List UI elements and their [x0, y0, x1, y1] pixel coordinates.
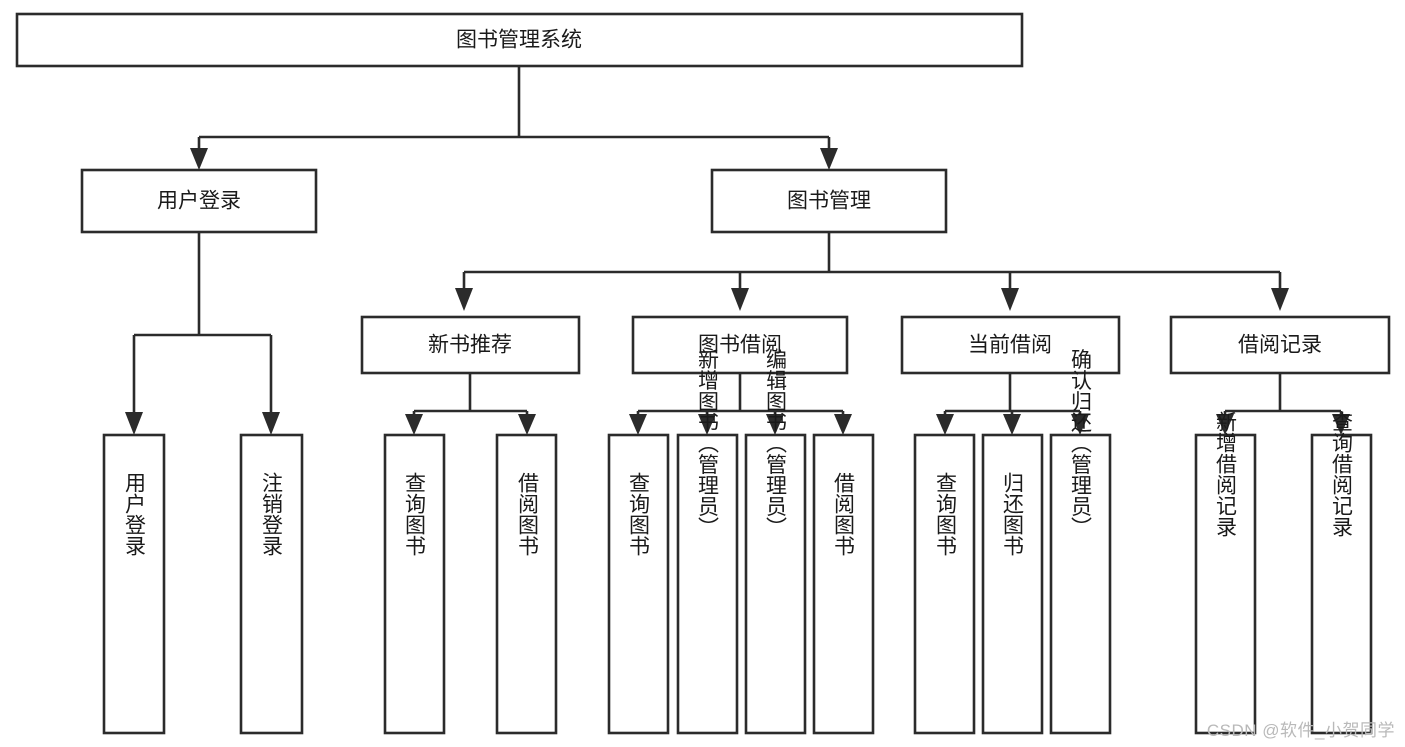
- node-current-borrow-label: 当前借阅: [968, 334, 1052, 357]
- arrow-head-leaf-user-login-0: [125, 412, 143, 435]
- leaf-book-borrow-2-box[interactable]: [744, 433, 807, 735]
- leaf-new-book-recommend-1-label: 借阅图书: [516, 472, 540, 556]
- leaf-book-borrow-1-label: 新增图书（管理员）: [696, 349, 720, 538]
- node-borrow-record[interactable]: 借阅记录: [1169, 315, 1391, 375]
- arrow-head-book-manage: [820, 148, 838, 170]
- leaf-current-borrow-2-box[interactable]: [1049, 433, 1112, 735]
- arrow-head-leaf-user-login-1: [262, 412, 280, 435]
- connector-group-borrow-record: [1216, 373, 1350, 435]
- arrow-head-level3-3: [1271, 288, 1289, 311]
- leaf-user-login-1[interactable]: 注销登录: [239, 433, 304, 735]
- leaf-book-borrow-2[interactable]: 编辑图书（管理员）: [744, 349, 807, 735]
- connector-group-root: [190, 66, 838, 170]
- leaf-current-borrow-1[interactable]: 归还图书: [981, 433, 1044, 735]
- leaf-user-login-0-box[interactable]: [102, 433, 166, 735]
- connector-group-user-login: [125, 232, 280, 435]
- node-user-login-box[interactable]: [80, 168, 318, 234]
- leaf-book-borrow-3-box[interactable]: [812, 433, 875, 735]
- leaf-borrow-record-0-box[interactable]: [1194, 433, 1257, 735]
- leaf-user-login-0-label: 用户登录: [123, 472, 147, 556]
- node-root-box[interactable]: [15, 12, 1024, 68]
- leaf-new-book-recommend-0[interactable]: 查询图书: [383, 433, 446, 735]
- leaf-book-borrow-3[interactable]: 借阅图书: [812, 433, 875, 735]
- node-book-borrow[interactable]: 图书借阅: [631, 315, 849, 375]
- leaf-current-borrow-1-label: 归还图书: [1001, 472, 1025, 556]
- leaf-current-borrow-1-box[interactable]: [981, 433, 1044, 735]
- leaf-user-login-1-label: 注销登录: [260, 472, 284, 556]
- node-book-manage-label: 图书管理: [787, 190, 871, 213]
- arrow-head-leaf-book-borrow-3: [834, 414, 852, 435]
- leaf-current-borrow-0-label: 查询图书: [934, 472, 958, 556]
- connector-group-book-manage: [455, 232, 1289, 311]
- arrow-head-leaf-book-borrow-0: [629, 414, 647, 435]
- leaf-book-borrow-0-box[interactable]: [607, 433, 670, 735]
- leaf-new-book-recommend-1[interactable]: 借阅图书: [495, 433, 558, 735]
- node-new-book-recommend-box[interactable]: [360, 315, 581, 375]
- arrow-head-leaf-current-borrow-0: [936, 414, 954, 435]
- node-user-login[interactable]: 用户登录: [80, 168, 318, 234]
- leaf-borrow-record-1[interactable]: 查询借阅记录: [1310, 411, 1373, 735]
- node-new-book-recommend[interactable]: 新书推荐: [360, 315, 581, 375]
- leaf-borrow-record-0-label: 新增借阅记录: [1214, 411, 1238, 537]
- leaf-current-borrow-0-box[interactable]: [913, 433, 976, 735]
- arrow-head-leaf-current-borrow-2: [1071, 414, 1089, 435]
- leaf-new-book-recommend-1-box[interactable]: [495, 433, 558, 735]
- arrow-head-user-login: [190, 148, 208, 170]
- arrow-head-leaf-borrow-record-1: [1332, 414, 1350, 435]
- leaf-borrow-record-0[interactable]: 新增借阅记录: [1194, 411, 1257, 735]
- arrow-head-leaf-new-book-0: [405, 414, 423, 435]
- node-borrow-record-box[interactable]: [1169, 315, 1391, 375]
- arrow-head-leaf-book-borrow-1: [698, 414, 716, 435]
- node-user-login-label: 用户登录: [157, 190, 241, 213]
- leaf-book-borrow-1-box[interactable]: [676, 433, 739, 735]
- arrow-head-leaf-current-borrow-1: [1003, 414, 1021, 435]
- leaf-borrow-record-1-box[interactable]: [1310, 433, 1373, 735]
- node-book-borrow-box[interactable]: [631, 315, 849, 375]
- leaf-borrow-record-1-label: 查询借阅记录: [1330, 411, 1354, 537]
- arrow-head-level3-0: [455, 288, 473, 311]
- node-current-borrow[interactable]: 当前借阅: [900, 315, 1121, 375]
- leaf-book-borrow-1[interactable]: 新增图书（管理员）: [676, 349, 739, 735]
- leaf-new-book-recommend-0-box[interactable]: [383, 433, 446, 735]
- leaf-current-borrow-0[interactable]: 查询图书: [913, 433, 976, 735]
- connector-group-current-borrow: [936, 373, 1089, 435]
- arrow-head-level3-2: [1001, 288, 1019, 311]
- node-borrow-record-label: 借阅记录: [1238, 334, 1322, 357]
- node-root-label: 图书管理系统: [456, 29, 582, 52]
- leaf-book-borrow-3-label: 借阅图书: [832, 472, 856, 556]
- leaf-current-borrow-2-label: 确认归还（管理员）: [1069, 349, 1093, 538]
- connector-group-book-borrow: [629, 373, 852, 435]
- node-book-borrow-label: 图书借阅: [698, 334, 782, 357]
- arrow-head-leaf-borrow-record-0: [1216, 414, 1234, 435]
- node-new-book-recommend-label: 新书推荐: [428, 334, 512, 357]
- node-root[interactable]: 图书管理系统: [15, 12, 1024, 68]
- arrow-head-leaf-new-book-1: [518, 414, 536, 435]
- leaf-book-borrow-0-label: 查询图书: [627, 472, 651, 556]
- leaf-current-borrow-2[interactable]: 确认归还（管理员）: [1049, 349, 1112, 735]
- leaf-book-borrow-2-label: 编辑图书（管理员）: [764, 349, 788, 538]
- leaf-user-login-0[interactable]: 用户登录: [102, 433, 166, 735]
- node-book-manage[interactable]: 图书管理: [710, 168, 948, 234]
- arrow-head-level3-1: [731, 288, 749, 311]
- node-book-manage-box[interactable]: [710, 168, 948, 234]
- arrow-head-leaf-book-borrow-2: [766, 414, 784, 435]
- leaf-user-login-1-box[interactable]: [239, 433, 304, 735]
- leaf-new-book-recommend-0-label: 查询图书: [403, 472, 427, 556]
- connector-group-new-book-recommend: [405, 373, 536, 435]
- node-current-borrow-box[interactable]: [900, 315, 1121, 375]
- leaf-book-borrow-0[interactable]: 查询图书: [607, 433, 670, 735]
